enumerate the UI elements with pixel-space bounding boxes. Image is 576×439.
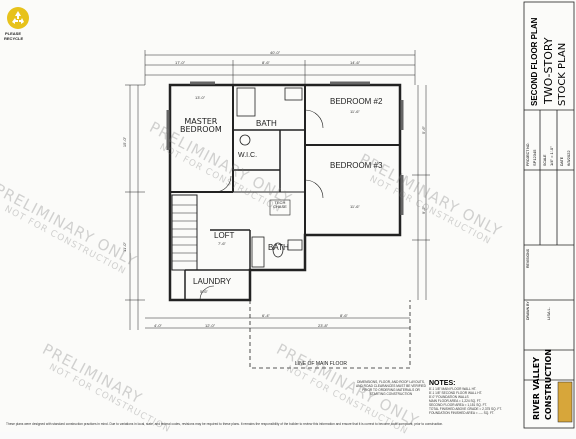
bedroom-2-label: BEDROOM #2: [330, 97, 383, 106]
dim-right-1: 5'-6": [420, 126, 426, 134]
dim-bed2-w: 11'-6": [350, 109, 360, 114]
laundry-label: LAUNDRY: [193, 277, 232, 286]
master-bedroom-text: MASTER BEDROOM: [180, 117, 222, 134]
scale-label: SCALE: [543, 154, 547, 166]
dim-bottom-4: 23'-8": [318, 323, 329, 328]
dim-loft: 7'-6": [218, 241, 226, 246]
company-name-1: RIVER VALLEY: [532, 356, 541, 420]
upper-bath-label: BATH: [256, 119, 277, 128]
dim-bottom-3: 6'-4": [262, 313, 270, 318]
note-line: FOUNDATION FINISHED AREA = ---- SQ. FT.: [429, 411, 495, 415]
note-line: 8'-1 1/8" MAIN FLOOR WALL HT.: [429, 387, 477, 391]
lower-bath-label: BATH: [268, 243, 289, 252]
note-line: TOTAL FINISHED ABOVE GRADE = 2,375 SQ. F…: [429, 407, 502, 411]
floor-plan-drawing: [125, 50, 430, 369]
date-label: DATE: [560, 156, 564, 166]
date-value: 6/3/2022: [566, 150, 571, 166]
dim-bottom-5: 8'-6": [340, 313, 348, 318]
loft-label: LOFT: [214, 231, 235, 240]
line-of-main-floor-label: LINE OF MAIN FLOOR: [295, 361, 347, 367]
recycle-logo: [6, 6, 30, 30]
dim-left-total: 15'-0": [122, 136, 128, 148]
dim-top-left: 17'-0": [175, 60, 186, 65]
dim-bed3-w: 11'-6": [350, 204, 360, 209]
scale-value: 1/4" = 1'-0": [549, 146, 554, 166]
tech-chase-label: TECH CHASE: [273, 200, 287, 209]
note-line: MAIN FLOOR AREA = 1,224 SQ. FT.: [429, 399, 482, 403]
project-no-label: PROJECT NO.: [526, 142, 530, 166]
dim-overall-top: 40'-0": [270, 50, 281, 55]
dim-master-w: 13'-0": [195, 95, 206, 100]
notes-block: NOTES: 8'-1 1/8" MAIN FLOOR WALL HT. 8'-…: [429, 380, 521, 415]
bedroom-3-label: BEDROOM #3: [330, 161, 383, 170]
title-block-frame: [523, 1, 575, 429]
recycle-label-1: PLEASE: [5, 31, 22, 36]
dim-laundry: 5'-6": [200, 289, 208, 294]
dim-bottom-1: 4'-0": [154, 323, 162, 328]
company-name-2: CONSTRUCTION: [544, 348, 553, 420]
plan-type-2: STOCK PLAN: [557, 42, 568, 106]
footer-disclaimer: These plans were designed with standard …: [6, 422, 444, 426]
revisions-label: REVISIONS: [526, 248, 530, 268]
wic-label: W.I.C.: [238, 152, 258, 159]
notes-heading: NOTES:: [429, 380, 456, 387]
title-block: SECOND FLOOR PLAN TWO-STORY STOCK PLAN P…: [522, 0, 576, 432]
plan-type-1: TWO-STORY: [542, 37, 555, 104]
note-line: SECOND FLOOR AREA = 1,151 SQ. FT.: [429, 403, 488, 407]
drawn-by-value: LISA L.: [546, 307, 551, 320]
note-line: 8'-0" FOUNDATION WALLS: [429, 395, 469, 399]
recycle-icon: [7, 7, 29, 29]
note-line: 8'-1 1/8" SECOND FLOOR WALL HT.: [429, 391, 483, 395]
dim-bottom-2: 12'-0": [205, 323, 216, 328]
dim-top-mid: 8'-6": [262, 60, 270, 65]
recycle-label-2: RECYCLE: [4, 36, 24, 41]
sheet-title: SECOND FLOOR PLAN: [530, 17, 539, 106]
dimension-disclaimer: DIMENSIONS, FLOOR, AND ROOF LAYOUTS, AND…: [356, 380, 426, 396]
drawn-by-label: DRAWN BY: [526, 301, 530, 320]
project-no: SP12345: [532, 149, 537, 166]
master-bedroom-label: MASTER BEDROOM: [180, 118, 222, 134]
dim-top-right: 14'-6": [350, 60, 361, 65]
